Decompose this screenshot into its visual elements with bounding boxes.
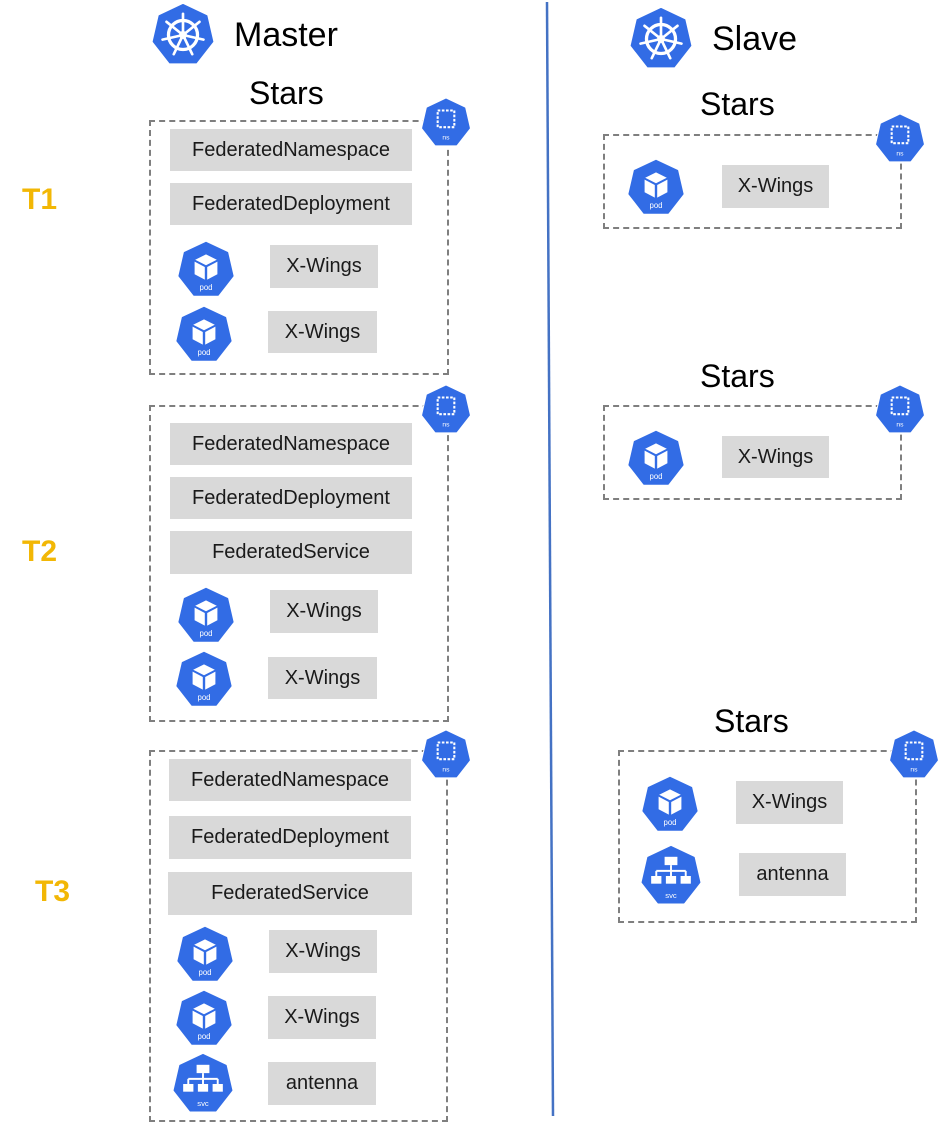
pod-icon-text: pod <box>663 818 676 827</box>
tier-label-t2: T2 <box>22 535 58 568</box>
ns-icon-text: ns <box>442 422 450 429</box>
namespace-icon: ns <box>888 729 940 781</box>
federated-service-label: FederatedService <box>168 872 412 915</box>
service-icon: svc <box>639 844 703 908</box>
antenna-label: antenna <box>739 853 846 896</box>
x-wings-label: X-Wings <box>722 165 829 208</box>
pod-icon-text: pod <box>197 1032 210 1041</box>
pod-icon-text: pod <box>199 283 212 292</box>
tier-label-t1: T1 <box>22 183 58 216</box>
x-wings-label: X-Wings <box>268 311 377 353</box>
slave-1-stars-header: Stars <box>700 86 775 122</box>
tier-label-t3: T3 <box>35 875 71 908</box>
master-t2-namespace-box <box>149 405 449 722</box>
x-wings-label: X-Wings <box>736 781 843 824</box>
federated-namespace-label: FederatedNamespace <box>170 129 412 171</box>
pod-icon: pod <box>176 240 236 300</box>
kubernetes-logo-icon-master <box>150 2 216 68</box>
namespace-icon: ns <box>874 384 926 436</box>
pod-icon: pod <box>626 429 686 489</box>
x-wings-label: X-Wings <box>268 996 376 1039</box>
kubernetes-logo-icon-slave <box>628 6 694 72</box>
master-title: Master <box>234 16 338 54</box>
federated-namespace-label: FederatedNamespace <box>169 759 411 801</box>
federated-namespace-label: FederatedNamespace <box>170 423 412 465</box>
x-wings-label: X-Wings <box>270 590 378 633</box>
namespace-icon: ns <box>420 729 472 781</box>
federated-service-label: FederatedService <box>170 531 412 574</box>
pod-icon-text: pod <box>199 629 212 638</box>
federated-deployment-label: FederatedDeployment <box>169 816 411 859</box>
federated-deployment-label: FederatedDeployment <box>170 183 412 225</box>
pod-icon: pod <box>176 586 236 646</box>
x-wings-label: X-Wings <box>268 657 377 699</box>
federated-deployment-label: FederatedDeployment <box>170 477 412 519</box>
divider-line <box>545 2 555 1116</box>
antenna-label: antenna <box>268 1062 376 1105</box>
pod-icon: pod <box>175 925 235 985</box>
slave-3-namespace-box <box>618 750 917 923</box>
pod-icon: pod <box>174 989 234 1049</box>
ns-icon-text: ns <box>896 422 904 429</box>
ns-icon-text: ns <box>442 767 450 774</box>
namespace-icon: ns <box>420 97 472 149</box>
x-wings-label: X-Wings <box>270 245 378 288</box>
x-wings-label: X-Wings <box>722 436 829 478</box>
pod-icon: pod <box>174 305 234 365</box>
master-t1-stars-header: Stars <box>249 75 324 111</box>
slave-title: Slave <box>712 20 798 58</box>
ns-icon-text: ns <box>896 151 904 158</box>
pod-icon-text: pod <box>197 348 210 357</box>
master-t1-namespace-box <box>149 120 449 375</box>
pod-icon-text: pod <box>649 201 662 210</box>
namespace-icon: ns <box>420 384 472 436</box>
namespace-icon: ns <box>874 113 926 165</box>
pod-icon-text: pod <box>197 693 210 702</box>
x-wings-label: X-Wings <box>269 930 377 973</box>
pod-icon-text: pod <box>198 968 211 977</box>
pod-icon: pod <box>640 775 700 835</box>
slave-3-stars-header: Stars <box>714 703 789 739</box>
ns-icon-text: ns <box>442 135 450 142</box>
svc-icon-text: svc <box>665 891 677 900</box>
pod-icon: pod <box>174 650 234 710</box>
service-icon: svc <box>171 1052 235 1116</box>
slave-2-stars-header: Stars <box>700 358 775 394</box>
ns-icon-text: ns <box>910 767 918 774</box>
pod-icon-text: pod <box>649 472 662 481</box>
master-t3-namespace-box <box>149 750 448 1122</box>
svc-icon-text: svc <box>197 1099 209 1108</box>
slave-2-namespace-box <box>603 405 902 500</box>
pod-icon: pod <box>626 158 686 218</box>
slave-1-namespace-box <box>603 134 902 229</box>
